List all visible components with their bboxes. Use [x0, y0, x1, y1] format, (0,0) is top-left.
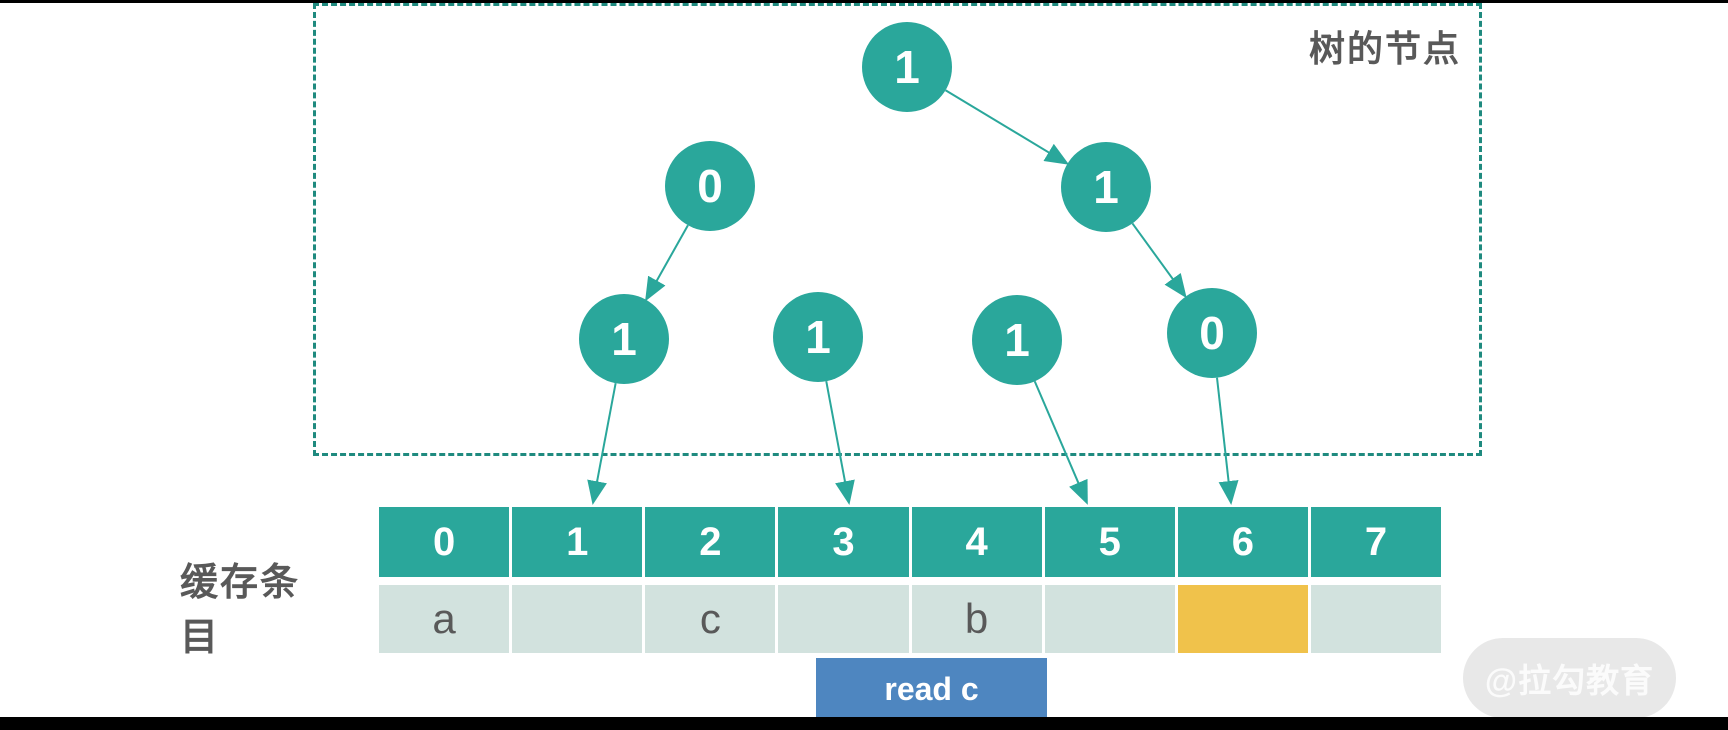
cache-index-cell-5: 5	[1044, 507, 1175, 577]
cache-value-cell-1	[512, 585, 643, 653]
cache-value-cell-7	[1310, 585, 1441, 653]
tree-node-value: 1	[1004, 314, 1030, 366]
tree-node-value: 0	[1199, 307, 1225, 359]
read-c-button: read c	[816, 658, 1047, 720]
tree-node-left: 0	[665, 141, 755, 231]
cache-index-cell-6: 6	[1177, 507, 1308, 577]
tree-node-leaf-1: 1	[773, 292, 863, 382]
cache-value-cell-highlighted	[1177, 585, 1308, 653]
tree-node-value: 1	[805, 311, 831, 363]
tree-box-label: 树的节点	[1308, 28, 1461, 69]
tree-node-leaf-3: 0	[1167, 288, 1257, 378]
tree-node-value: 1	[1093, 161, 1119, 213]
cache-value-cell-0: a	[379, 585, 510, 653]
cache-value-cell-5	[1044, 585, 1175, 653]
cache-entries-label: 缓存条目	[180, 562, 301, 659]
cache-value-cell-4: b	[911, 585, 1042, 653]
cache-index-cell-3: 3	[778, 507, 909, 577]
cache-index-cell-0: 0	[379, 507, 510, 577]
tree-node-root: 1	[862, 22, 952, 112]
tree-nodes-dashed-box: 树的节点	[313, 3, 1482, 456]
cache-index-cell-2: 2	[645, 507, 776, 577]
bottom-black-bar	[0, 717, 1728, 730]
top-black-bar	[0, 0, 1728, 3]
cache-value-cell-3	[778, 585, 909, 653]
tree-node-leaf-2: 1	[972, 295, 1062, 385]
tree-node-right: 1	[1061, 142, 1151, 232]
tree-node-value: 1	[611, 313, 637, 365]
cache-index-cell-4: 4	[911, 507, 1042, 577]
tree-node-value: 1	[894, 41, 920, 93]
watermark-text: @拉勾教育	[1484, 662, 1655, 699]
watermark-badge: @拉勾教育	[1463, 638, 1676, 718]
cache-index-cell-7: 7	[1310, 507, 1441, 577]
tree-node-leaf-0: 1	[579, 294, 669, 384]
tree-node-value: 0	[697, 160, 723, 212]
cache-value-cell-2: c	[645, 585, 776, 653]
cache-index-cell-1: 1	[512, 507, 643, 577]
